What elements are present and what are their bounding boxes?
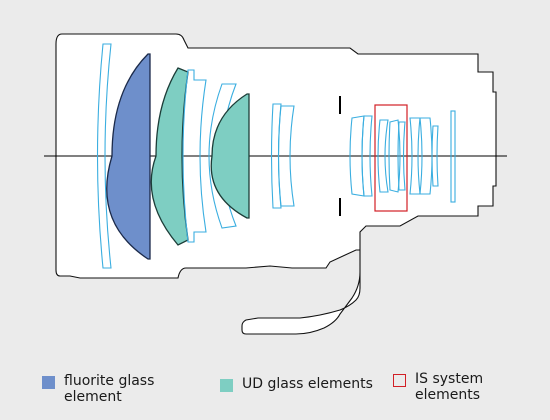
fluorite-element xyxy=(106,53,151,260)
lens-element-8 xyxy=(361,115,373,197)
lens-element-11 xyxy=(431,125,439,187)
is-element-1 xyxy=(377,119,389,193)
legend-fluorite: fluorite glass element xyxy=(42,373,154,405)
is-element-2 xyxy=(388,119,401,193)
legend-is: IS system elements xyxy=(393,371,483,403)
ud-swatch xyxy=(220,379,233,392)
front-protect-element xyxy=(96,43,112,269)
legend-ud: UD glass elements xyxy=(220,376,373,392)
ud-element-2 xyxy=(210,93,250,219)
legend-fluorite-label: fluorite glass element xyxy=(64,373,155,405)
lens-element-10 xyxy=(419,117,433,195)
lens-element-6 xyxy=(277,105,295,207)
lens-cross-section-diagram xyxy=(44,33,507,335)
fluorite-swatch xyxy=(42,376,55,389)
is-swatch xyxy=(393,374,406,387)
legend-ud-label: UD glass elements xyxy=(242,376,373,392)
lens-element-12 xyxy=(450,110,456,203)
lens-element-3 xyxy=(182,69,207,243)
is-system-box xyxy=(374,104,408,212)
legend-is-label: IS system elements xyxy=(415,371,484,403)
ud-element-1 xyxy=(150,67,189,246)
is-element-3 xyxy=(397,121,406,191)
